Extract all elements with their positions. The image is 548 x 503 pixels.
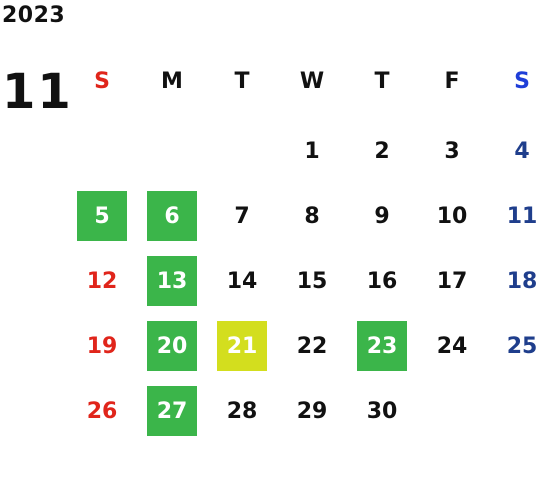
calendar-day[interactable]: 1 (304, 138, 320, 164)
calendar-day[interactable]: 25 (506, 333, 538, 359)
weekday-header: S (514, 68, 530, 94)
calendar-day[interactable]: 18 (506, 268, 538, 294)
calendar-year: 2023 (2, 3, 66, 28)
calendar-day[interactable]: 8 (304, 203, 320, 229)
calendar-day[interactable]: 29 (296, 398, 328, 424)
calendar-day[interactable]: 30 (366, 398, 398, 424)
calendar-day[interactable]: 9 (374, 203, 390, 229)
calendar-month: 11 (2, 64, 73, 120)
calendar-day-highlighted[interactable]: 13 (147, 256, 197, 306)
calendar-day[interactable]: 19 (86, 333, 118, 359)
calendar-day[interactable]: 16 (366, 268, 398, 294)
calendar-day-highlighted[interactable]: 6 (147, 191, 197, 241)
calendar-day[interactable]: 2 (374, 138, 390, 164)
calendar-day[interactable]: 26 (86, 398, 118, 424)
calendar-day[interactable]: 4 (514, 138, 530, 164)
calendar-day[interactable]: 11 (506, 203, 538, 229)
calendar-day[interactable]: 7 (234, 203, 250, 229)
calendar-day[interactable]: 12 (86, 268, 118, 294)
calendar-day[interactable]: 3 (444, 138, 460, 164)
weekday-header: W (299, 68, 325, 94)
calendar-day-highlighted[interactable]: 21 (217, 321, 267, 371)
calendar-day-highlighted[interactable]: 27 (147, 386, 197, 436)
calendar-day[interactable]: 14 (226, 268, 258, 294)
calendar-day-highlighted[interactable]: 20 (147, 321, 197, 371)
weekday-header: T (374, 68, 390, 94)
calendar-day[interactable]: 15 (296, 268, 328, 294)
calendar-day[interactable]: 28 (226, 398, 258, 424)
calendar-day[interactable]: 17 (436, 268, 468, 294)
calendar-day[interactable]: 22 (296, 333, 328, 359)
calendar-day-highlighted[interactable]: 5 (77, 191, 127, 241)
weekday-header: T (234, 68, 250, 94)
weekday-header: S (94, 68, 110, 94)
calendar-day[interactable]: 10 (436, 203, 468, 229)
weekday-header: M (161, 68, 183, 94)
calendar-day[interactable]: 24 (436, 333, 468, 359)
weekday-header: F (444, 68, 460, 94)
calendar-day-highlighted[interactable]: 23 (357, 321, 407, 371)
